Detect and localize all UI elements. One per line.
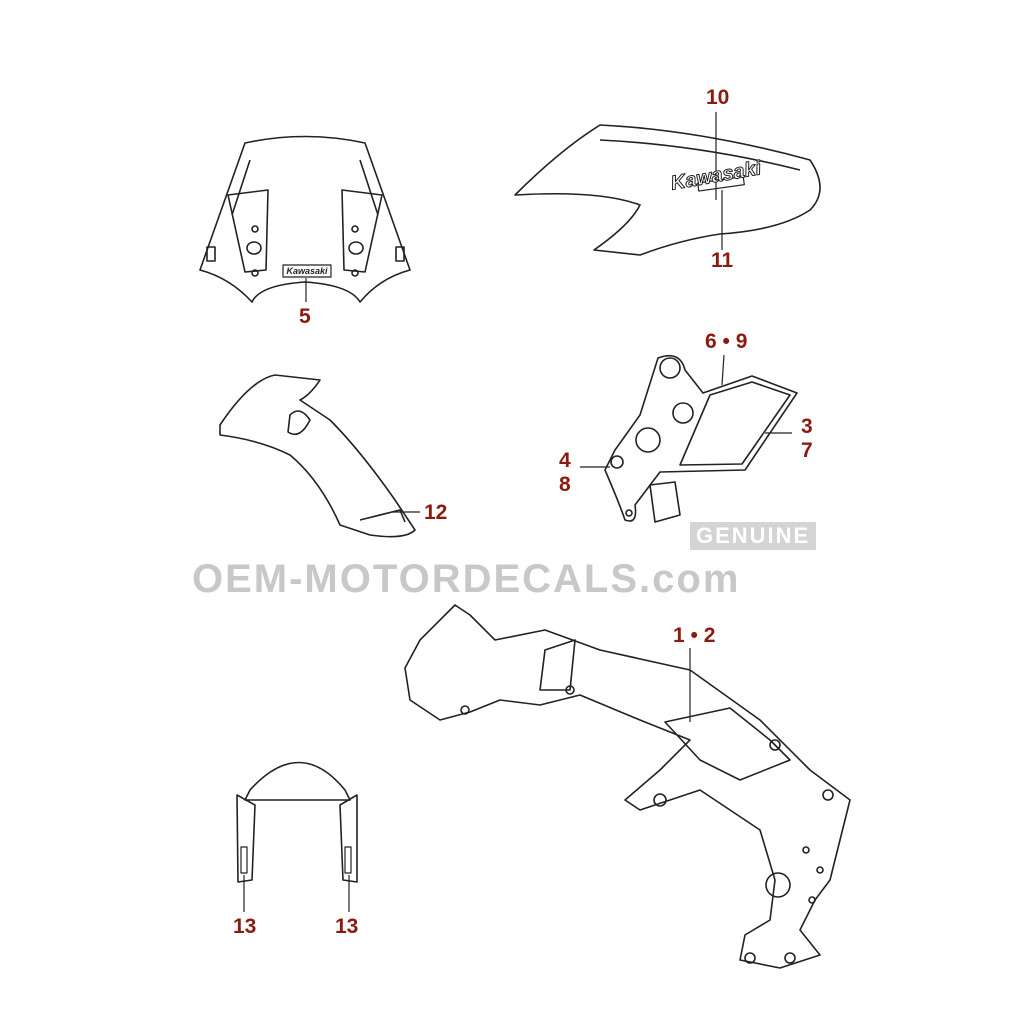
watermark-site: OEM-MOTORDECALS.com [192, 557, 741, 601]
callout-11: 11 [711, 249, 734, 272]
inner-panel-part [219, 374, 420, 538]
windshield-part [199, 135, 411, 303]
frame-part [404, 604, 851, 969]
callout-8: 8 [559, 473, 571, 496]
callout-13-right: 13 [335, 915, 359, 938]
callout-3: 3 [801, 415, 813, 438]
front-cowl-part [236, 761, 358, 912]
callout-1-2: 1 • 2 [673, 624, 716, 647]
side-fairing-part [514, 112, 821, 256]
callout-13-left: 13 [233, 915, 257, 938]
callout-10: 10 [706, 86, 730, 109]
windshield-decal-text: Kawasaki [286, 266, 328, 276]
callout-4: 4 [559, 449, 571, 472]
callout-7: 7 [801, 439, 813, 462]
callout-5: 5 [299, 305, 311, 328]
callout-12: 12 [424, 501, 448, 524]
watermark-genuine-badge: GENUINE [690, 522, 817, 550]
heel-guard-part [580, 354, 798, 523]
callout-6-9: 6 • 9 [705, 330, 748, 353]
